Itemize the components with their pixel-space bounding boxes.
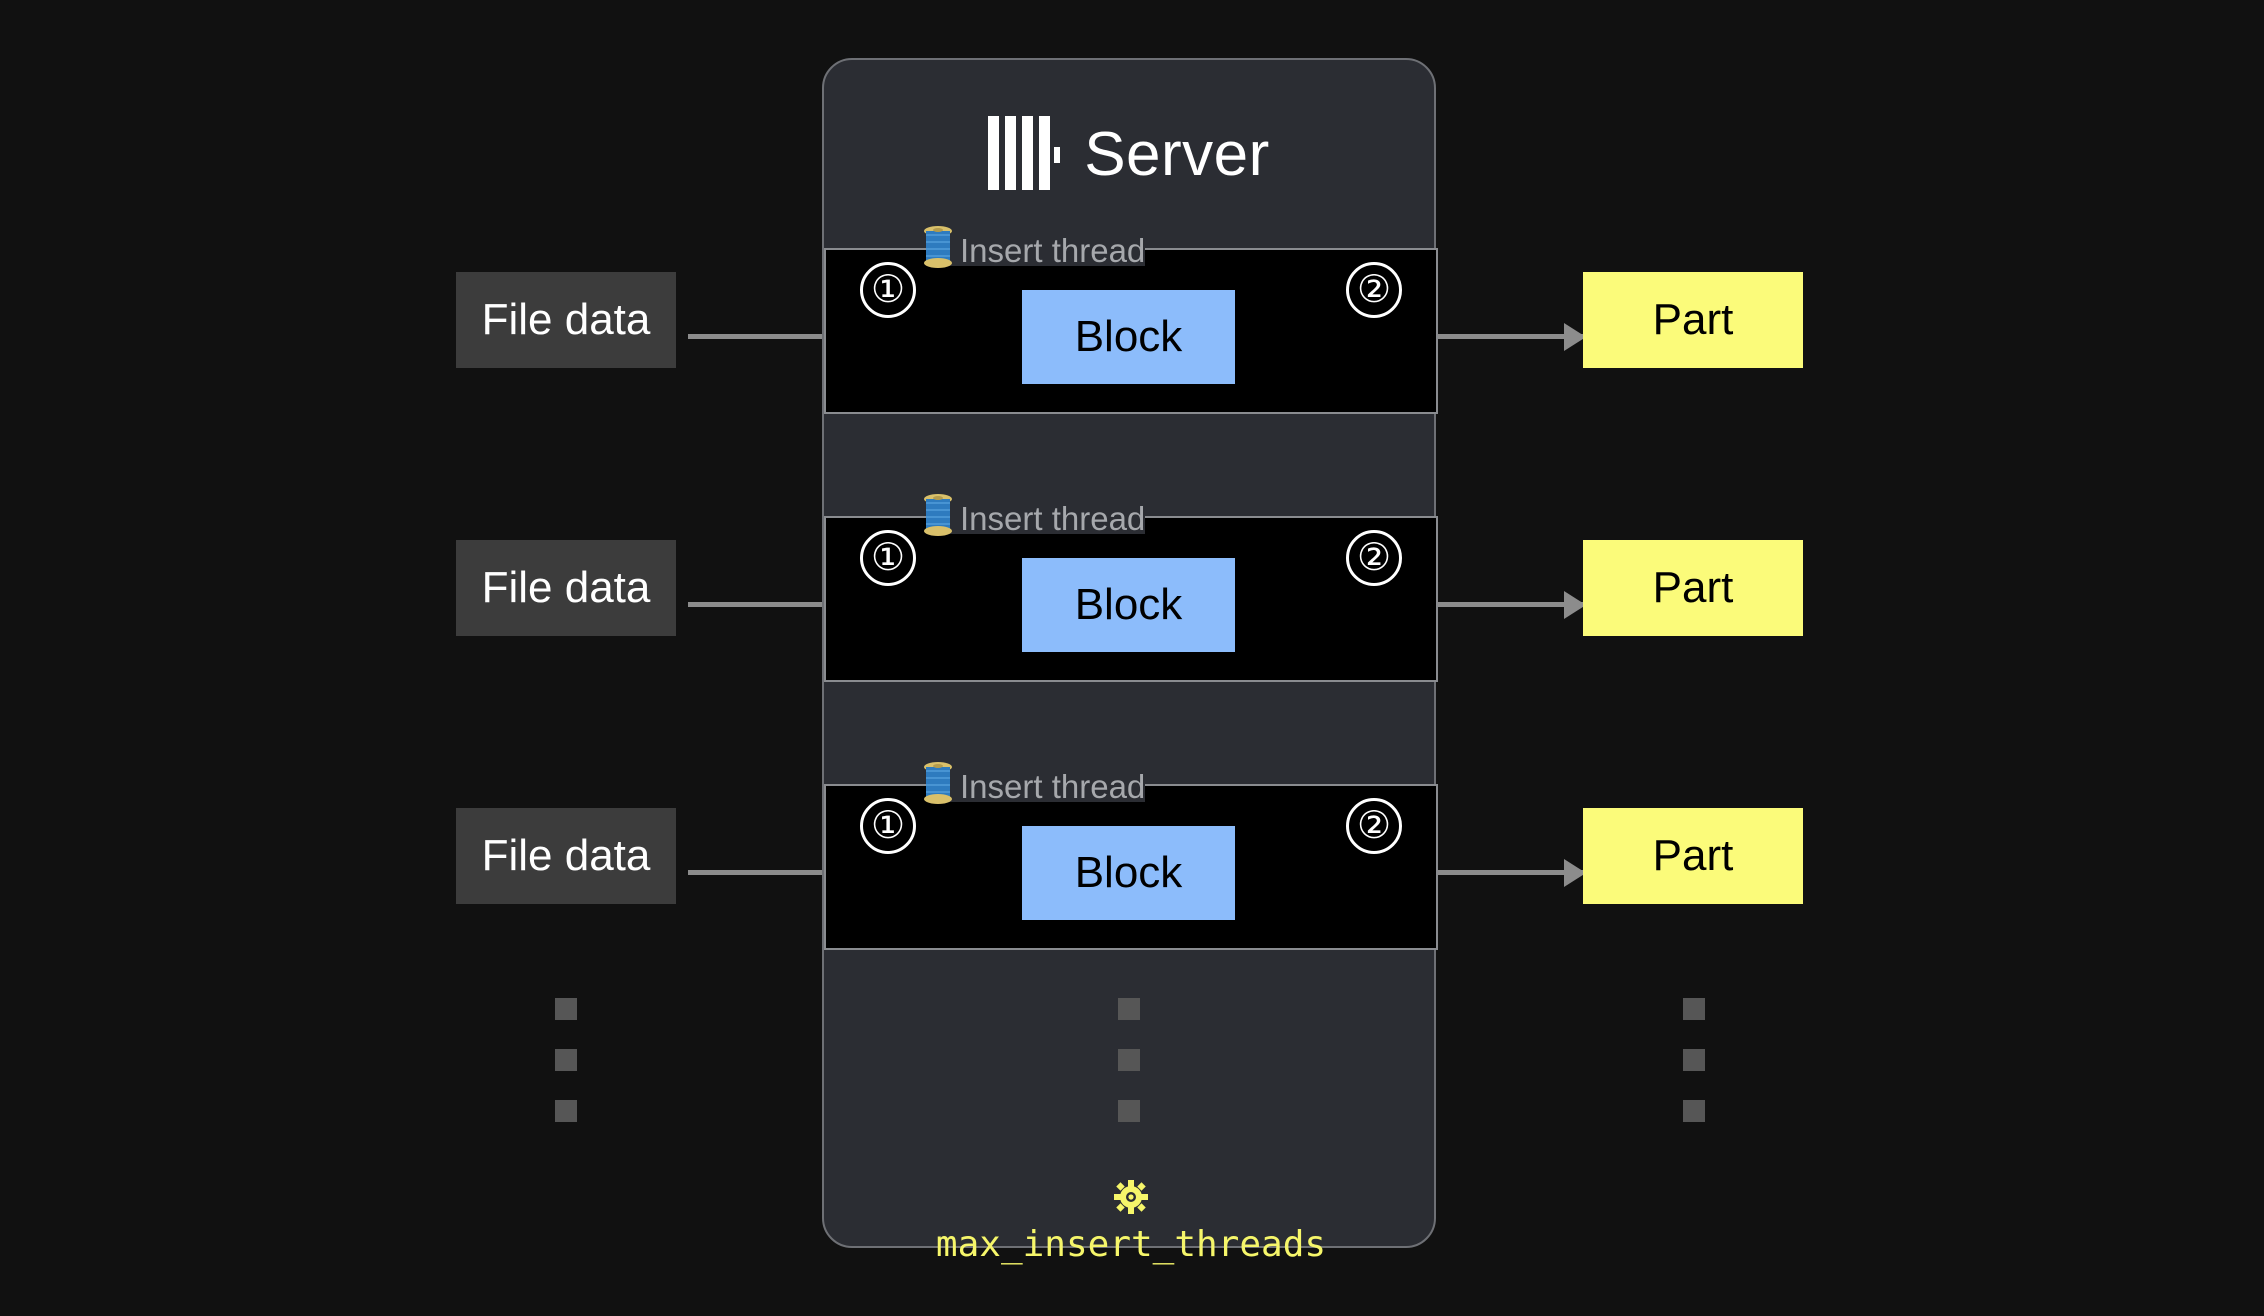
file-data-label: File data xyxy=(481,831,651,880)
band-border-left xyxy=(824,786,826,948)
insert-thread-label: Insert thread xyxy=(960,499,1146,537)
ellipsis-left xyxy=(555,998,577,1122)
ellipsis-center xyxy=(1118,998,1140,1122)
ellipsis-dot xyxy=(1118,998,1140,1020)
legend-background xyxy=(934,502,1146,534)
block-label: Block xyxy=(1074,580,1183,629)
clickhouse-logo-icon xyxy=(988,115,1061,195)
block-label: Block xyxy=(1074,312,1183,361)
max-insert-threads-label: max_insert_threads xyxy=(935,1224,1327,1265)
part-label: Part xyxy=(1652,563,1734,612)
file-data-box-3: File data xyxy=(456,808,676,904)
insert-thread-legend-2: Insert thread xyxy=(920,493,1146,544)
block-box-1: Block xyxy=(1022,290,1235,384)
ellipsis-dot xyxy=(1683,998,1705,1020)
server-title: Server xyxy=(1084,120,1270,189)
step-marker-1-out: ② xyxy=(1346,262,1402,318)
ellipsis-right xyxy=(1683,998,1705,1122)
ellipsis-dot xyxy=(555,998,577,1020)
server-header: Server xyxy=(824,60,1434,250)
step-marker-2-in: ① xyxy=(860,530,916,586)
ellipsis-dot xyxy=(1683,1049,1705,1071)
server-panel: Server xyxy=(822,58,1438,1263)
insert-thread-band-1: Insert thread ① ② Block xyxy=(824,225,1438,414)
ellipsis-dot xyxy=(555,1049,577,1071)
ellipsis-dot xyxy=(555,1100,577,1122)
band-border-left xyxy=(824,518,826,680)
part-box-1: Part xyxy=(1583,272,1803,368)
ellipsis-dot xyxy=(1683,1100,1705,1122)
insert-thread-legend-3: Insert thread xyxy=(920,761,1146,812)
file-data-label: File data xyxy=(481,563,651,612)
file-data-box-1: File data xyxy=(456,272,676,368)
thread-spool-icon xyxy=(920,493,956,544)
band-border-right xyxy=(1436,786,1438,948)
ellipsis-dot xyxy=(1118,1049,1140,1071)
band-border-left xyxy=(824,250,826,412)
part-box-2: Part xyxy=(1583,540,1803,636)
legend-background xyxy=(934,770,1146,802)
step-marker-2-out: ② xyxy=(1346,530,1402,586)
thread-spool-icon xyxy=(920,761,956,812)
band-border-right xyxy=(1436,518,1438,680)
band-border-right xyxy=(1436,250,1438,412)
step-marker-3-out: ② xyxy=(1346,798,1402,854)
file-data-box-2: File data xyxy=(456,540,676,636)
insert-thread-band-3: Insert thread ① ② Block xyxy=(824,761,1438,950)
part-box-3: Part xyxy=(1583,808,1803,904)
gear-icon xyxy=(1114,1180,1148,1219)
part-label: Part xyxy=(1652,295,1734,344)
part-label: Part xyxy=(1652,831,1734,880)
block-box-2: Block xyxy=(1022,558,1235,652)
step-marker-1-in: ① xyxy=(860,262,916,318)
setting-footer: max_insert_threads xyxy=(824,1180,1438,1263)
block-box-3: Block xyxy=(1022,826,1235,920)
insert-thread-label: Insert thread xyxy=(960,767,1146,805)
ellipsis-dot xyxy=(1118,1100,1140,1122)
insert-thread-band-2: Insert thread ① ② Block xyxy=(824,493,1438,682)
file-data-label: File data xyxy=(481,295,651,344)
block-label: Block xyxy=(1074,848,1183,897)
step-marker-3-in: ① xyxy=(860,798,916,854)
